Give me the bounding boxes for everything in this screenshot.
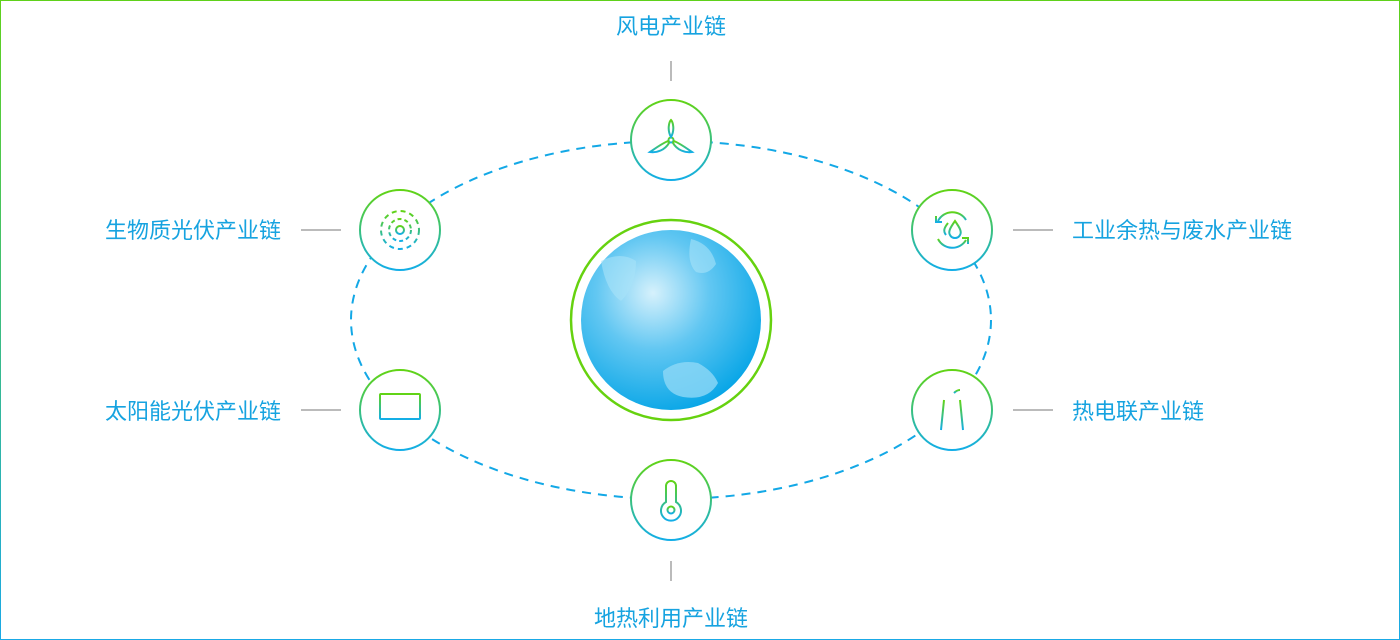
- cooling-tower-icon: [931, 389, 973, 431]
- label-biomass: 生物质光伏产业链: [105, 218, 281, 243]
- node-chp[interactable]: [911, 369, 993, 451]
- label-wind: 风电产业链: [616, 14, 726, 39]
- node-solar[interactable]: [359, 369, 441, 451]
- water-recycle-icon: [935, 211, 969, 249]
- solar-panel-icon: [379, 393, 421, 428]
- node-biomass[interactable]: [359, 189, 441, 271]
- earth-globe: [569, 218, 773, 422]
- connector-lines: [301, 61, 1053, 581]
- thermometer-icon: [660, 480, 682, 522]
- label-solar: 太阳能光伏产业链: [105, 399, 281, 424]
- label-geothermal: 地热利用产业链: [594, 606, 748, 631]
- wind-turbine-icon: [647, 118, 695, 161]
- label-chp: 热电联产业链: [1072, 399, 1204, 424]
- orbit-dashed-ellipse: [350, 140, 992, 500]
- node-wind[interactable]: [630, 99, 712, 181]
- biomass-icon: [380, 210, 420, 250]
- node-geothermal[interactable]: [630, 459, 712, 541]
- node-waste-heat[interactable]: [911, 189, 993, 271]
- label-waste-heat: 工业余热与废水产业链: [1072, 218, 1292, 243]
